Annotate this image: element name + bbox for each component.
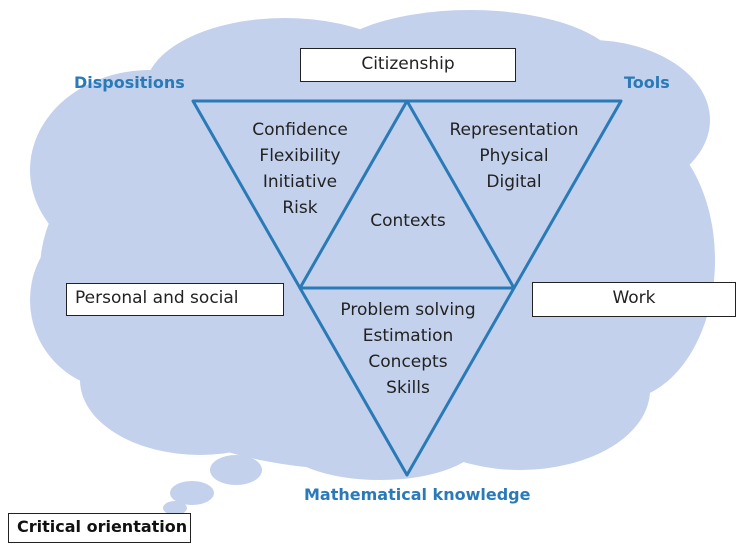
thought-bubbles [163, 455, 262, 515]
knowledge-item: Problem solving [340, 300, 475, 320]
knowledge-list: Problem solving Estimation Concepts Skil… [340, 300, 475, 398]
triangle-figure [191, 99, 623, 477]
critical-orientation-box: Critical orientation [8, 513, 191, 543]
dispositions-item: Risk [282, 198, 317, 218]
inner-triangle [298, 99, 516, 290]
dispositions-item: Flexibility [259, 146, 340, 166]
knowledge-item: Skills [386, 378, 430, 398]
contexts-label: Contexts [370, 211, 446, 231]
tools-item: Physical [479, 146, 548, 166]
personal-social-box: Personal and social [66, 283, 284, 316]
tools-item: Digital [486, 172, 541, 192]
dispositions-item: Confidence [252, 120, 348, 140]
tools-list: Representation Physical Digital [449, 120, 578, 192]
knowledge-item: Estimation [363, 326, 454, 346]
citizenship-box: Citizenship [300, 48, 516, 82]
dispositions-item: Initiative [263, 172, 337, 192]
corner-label-tools: Tools [624, 73, 670, 92]
knowledge-item: Concepts [368, 352, 447, 372]
work-box: Work [532, 282, 736, 317]
corner-label-mathematical-knowledge: Mathematical knowledge [304, 485, 531, 504]
tools-item: Representation [449, 120, 578, 140]
corner-label-dispositions: Dispositions [74, 73, 185, 92]
dispositions-list: Confidence Flexibility Initiative Risk [252, 120, 348, 218]
